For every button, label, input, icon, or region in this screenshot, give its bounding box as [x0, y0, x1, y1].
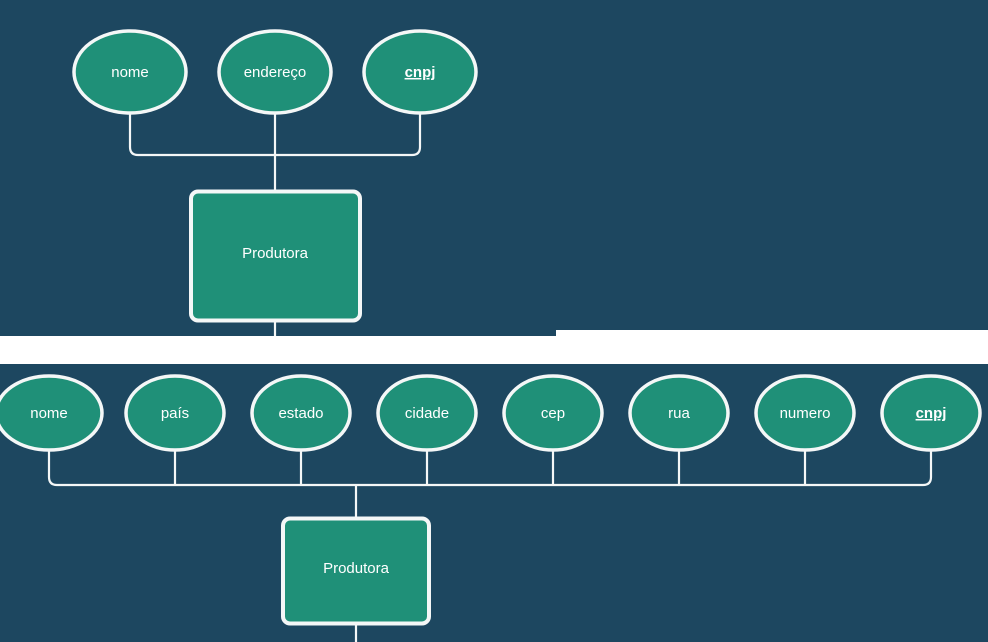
- attribute-pais-bottom[interactable]: país: [124, 374, 226, 452]
- connector-group-top: [128, 113, 422, 336]
- attribute-ellipse[interactable]: [502, 374, 604, 452]
- attribute-endereco-top[interactable]: endereço: [217, 29, 333, 115]
- attribute-ellipse[interactable]: [754, 374, 856, 452]
- attribute-cnpj-top[interactable]: cnpj: [362, 29, 478, 115]
- attribute-cnpj-bottom[interactable]: cnpj: [880, 374, 982, 452]
- entity-produtora-top[interactable]: Produtora: [189, 189, 362, 323]
- attribute-label: cep: [541, 405, 565, 422]
- attribute-cep-bottom[interactable]: cep: [502, 374, 604, 452]
- attribute-cidade-bottom[interactable]: cidade: [376, 374, 478, 452]
- connector-nome: [47, 450, 356, 487]
- attribute-ellipse[interactable]: [362, 29, 478, 115]
- entity-box[interactable]: [281, 516, 431, 626]
- diagram-panel-produtora-detailed: Produtora nome país estado cidade: [0, 364, 988, 642]
- attribute-estado-bottom[interactable]: estado: [250, 374, 352, 452]
- attribute-ellipse[interactable]: [250, 374, 352, 452]
- attribute-label: estado: [278, 405, 323, 422]
- connector-group-bottom: [47, 450, 933, 642]
- attribute-ellipse[interactable]: [628, 374, 730, 452]
- attribute-label: rua: [668, 405, 690, 422]
- diagram-panel-produtora-simple: Produtora nome endereço cnpj: [0, 0, 988, 336]
- entity-label: Produtora: [242, 245, 309, 262]
- entity-label: Produtora: [323, 560, 390, 577]
- attribute-label: cidade: [405, 405, 449, 422]
- entity-produtora-bottom[interactable]: Produtora: [281, 516, 431, 626]
- connector-nome: [128, 113, 275, 157]
- connector-cnpj: [275, 113, 422, 157]
- attribute-ellipse[interactable]: [72, 29, 188, 115]
- attribute-label: endereço: [244, 64, 307, 81]
- attribute-ellipse[interactable]: [0, 374, 104, 452]
- attribute-rua-bottom[interactable]: rua: [628, 374, 730, 452]
- connector-cnpj: [356, 450, 933, 487]
- attribute-nome-top[interactable]: nome: [72, 29, 188, 115]
- attribute-nome-bottom[interactable]: nome: [0, 374, 104, 452]
- attribute-label: nome: [111, 64, 149, 81]
- entity-box[interactable]: [189, 189, 362, 323]
- attribute-ellipse[interactable]: [376, 374, 478, 452]
- attribute-label-primary-key: cnpj: [405, 64, 436, 81]
- attribute-label-primary-key: cnpj: [916, 405, 947, 422]
- diagram-graphics-top: Produtora nome endereço cnpj: [72, 29, 478, 336]
- attribute-ellipse[interactable]: [217, 29, 333, 115]
- attribute-ellipse[interactable]: [124, 374, 226, 452]
- panel-background-right: [556, 0, 988, 330]
- attribute-label: nome: [30, 405, 68, 422]
- attribute-label: país: [161, 405, 189, 422]
- attribute-ellipse[interactable]: [880, 374, 982, 452]
- attribute-numero-bottom[interactable]: numero: [754, 374, 856, 452]
- attribute-label: numero: [780, 405, 831, 422]
- diagram-graphics-bottom: Produtora nome país estado cidade: [0, 374, 982, 642]
